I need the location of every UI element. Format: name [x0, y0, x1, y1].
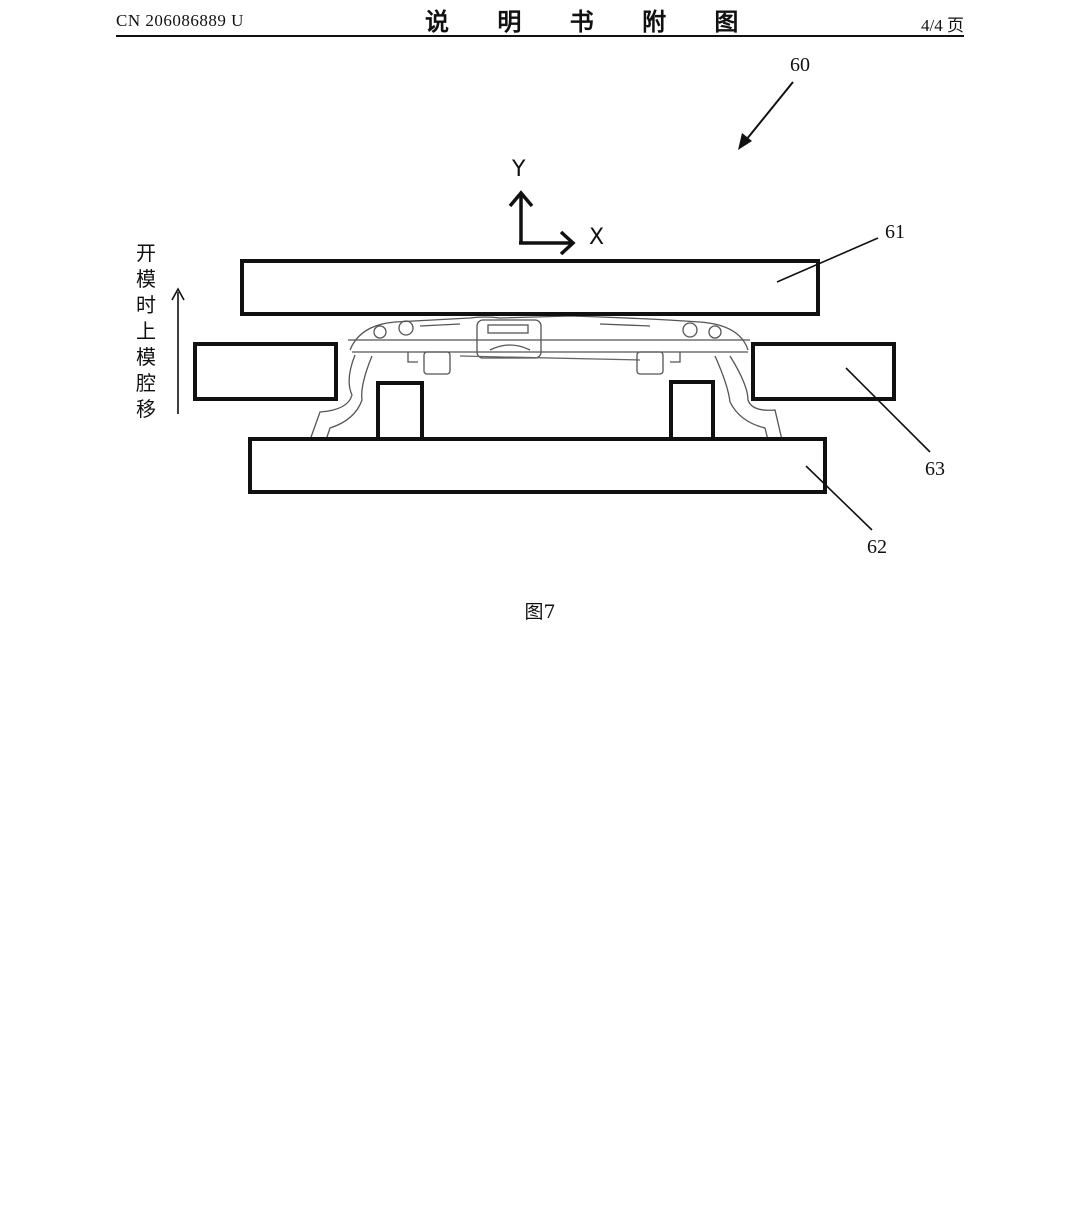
patent-number: CN 206086889 U — [116, 11, 244, 30]
header-divider — [116, 35, 964, 37]
upward-motion-arrow — [171, 287, 185, 414]
label-assembly: 60 — [790, 54, 810, 76]
label-side-block: 63 — [925, 458, 945, 480]
page-number: 4/4 页 — [921, 16, 964, 35]
figure-caption: 图7 — [524, 601, 556, 623]
right-support-post — [669, 380, 715, 441]
xy-axis-indicator — [508, 190, 576, 256]
leader-line-62 — [805, 465, 873, 531]
axis-x-label: X — [589, 225, 604, 250]
axis-y-label: Y — [511, 157, 526, 182]
assembly-pointer-arrow — [738, 81, 794, 150]
molded-part-sketch — [309, 315, 783, 441]
leader-line-61 — [776, 237, 879, 283]
left-side-block — [193, 342, 338, 401]
upper-mold-plate — [240, 259, 820, 316]
mold-opening-note: 开模时上模腔移 — [136, 241, 156, 421]
right-side-block — [751, 342, 896, 401]
lower-mold-plate — [248, 437, 827, 494]
label-upper-mold: 61 — [885, 221, 905, 243]
left-support-post — [376, 381, 424, 441]
leader-line-63 — [845, 367, 931, 453]
label-lower-mold: 62 — [867, 536, 887, 558]
